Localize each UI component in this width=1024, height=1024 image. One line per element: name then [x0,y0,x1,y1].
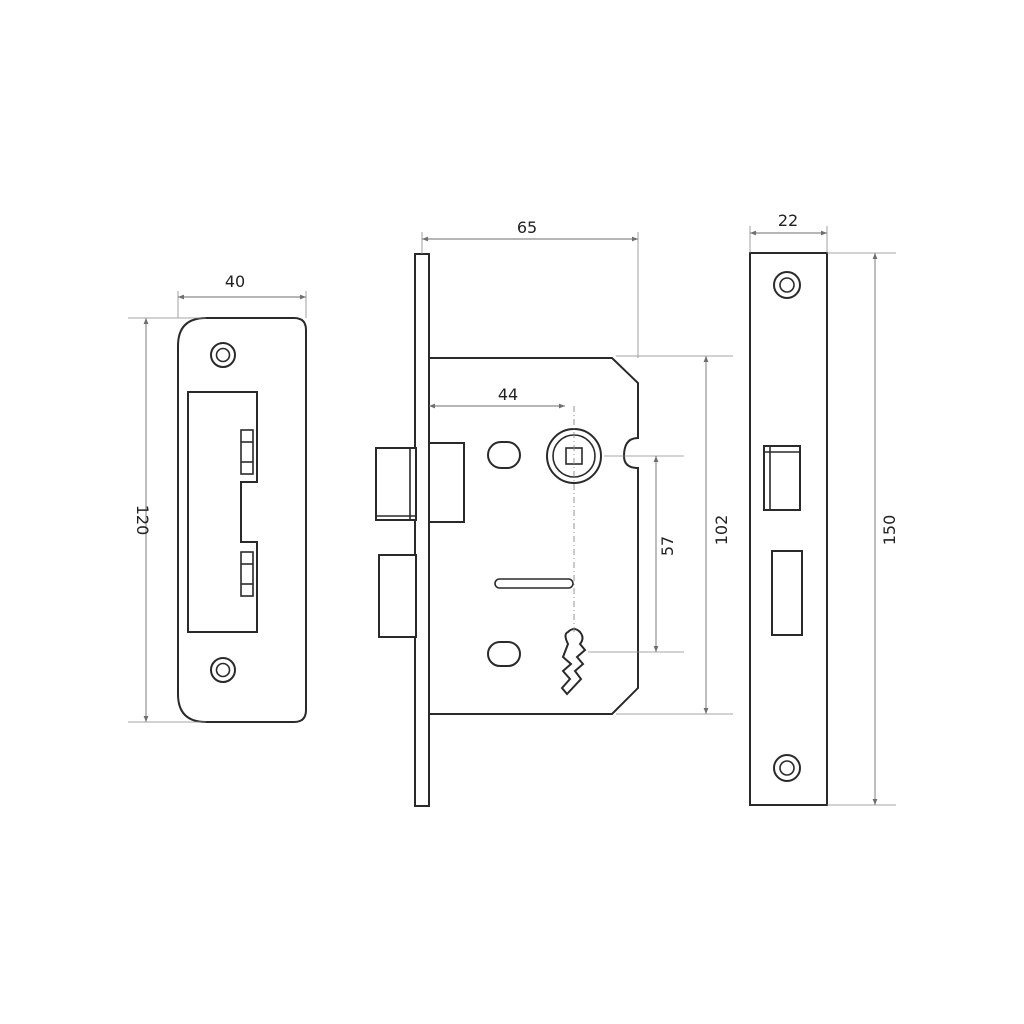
forend-height-dimension: 150 [827,252,899,806]
strike-width-dimension: 40 [177,272,307,318]
strike-latch-opening [187,391,258,633]
forend-screw-hole-bottom [773,754,801,782]
upper-fixing-hole [487,441,521,469]
lock-forend-side [414,253,430,807]
forend-bolt-opening [771,550,803,636]
spindle-backset-dimension: 44 [429,385,565,409]
strike-tab-upper [240,429,254,475]
centres-dimension: 57 [588,455,684,653]
lock-body: 65 44 57 102 [375,218,733,807]
forend-height-label: 150 [880,515,899,546]
lever-slot [494,578,574,589]
strike-tab-lower [240,551,254,597]
lower-fixing-hole [487,641,521,667]
forend-latch-opening [763,445,801,511]
dead-bolt [378,554,417,638]
strike-screw-hole-bottom [210,657,236,683]
strike-height-label: 120 [133,505,152,536]
strike-height-dimension: 120 [128,317,206,723]
lock-case [428,357,639,715]
latch-housing [428,442,465,523]
forend-width-label: 22 [778,211,798,230]
forend-screw-hole-top [773,271,801,299]
strike-width-label: 40 [225,272,245,291]
strike-screw-hole-top [210,342,236,368]
strike-plate: 40 120 [128,272,307,723]
forend-outline [749,252,828,806]
latch-bolt [375,447,417,521]
centres-label: 57 [658,536,677,556]
keyhole [560,628,587,696]
forend-plate: 22 150 [749,211,899,806]
backset-dimension: 65 [421,218,639,358]
forend-width-dimension: 22 [749,211,828,253]
spindle-backset-label: 44 [498,385,518,404]
case-height-dimension: 102 [616,355,733,715]
backset-label: 65 [517,218,537,237]
case-height-label: 102 [712,515,731,546]
